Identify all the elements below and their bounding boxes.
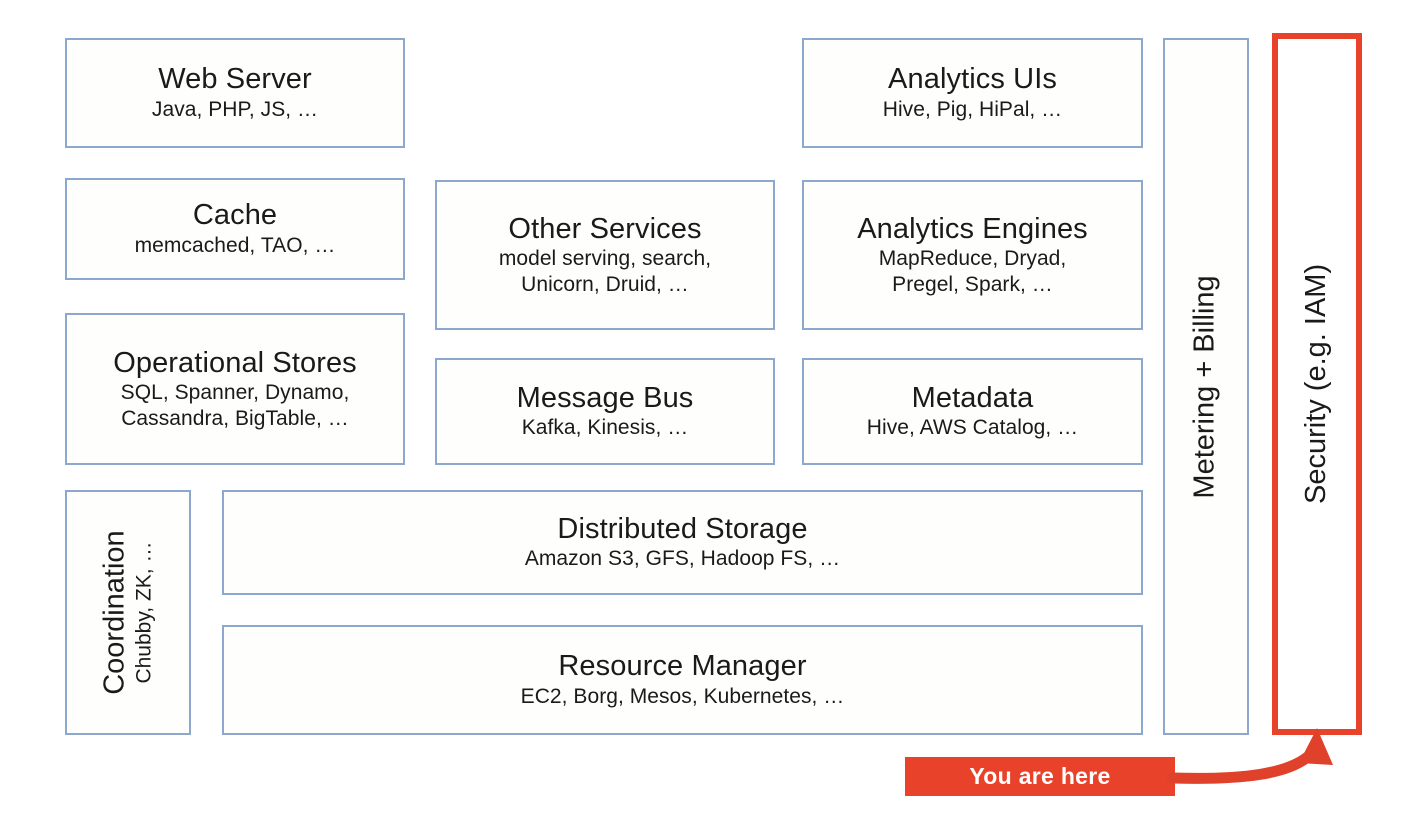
security-vertical-text: Security (e.g. IAM) bbox=[1300, 263, 1333, 505]
box-subtitle-line1: model serving, search, bbox=[498, 247, 712, 271]
box-subtitle-line1: MapReduce, Dryad, bbox=[878, 247, 1067, 271]
box-subtitle-line1: Hive, AWS Catalog, … bbox=[866, 416, 1079, 440]
box-subtitle-line1: SQL, Spanner, Dynamo, bbox=[120, 381, 350, 405]
box-subtitle: Kafka, Kinesis, … bbox=[522, 415, 689, 441]
box-subtitle-line2: Unicorn, Druid, … bbox=[521, 272, 689, 296]
box-resource-manager[interactable]: Resource Manager EC2, Borg, Mesos, Kuber… bbox=[222, 625, 1143, 735]
box-subtitle: model serving, search, Unicorn, Druid, … bbox=[499, 246, 711, 297]
box-analytics-engines[interactable]: Analytics Engines MapReduce, Dryad, Preg… bbox=[802, 180, 1143, 330]
box-title: Operational Stores bbox=[113, 346, 357, 379]
box-title: Resource Manager bbox=[558, 650, 807, 683]
box-title: Coordination bbox=[98, 530, 131, 695]
coordination-vertical-text: Coordination Chubby, ZK, … bbox=[98, 530, 156, 695]
box-subtitle-line1: Kafka, Kinesis, … bbox=[521, 416, 689, 440]
box-coordination[interactable]: Coordination Chubby, ZK, … bbox=[65, 490, 191, 735]
box-title: Analytics Engines bbox=[857, 212, 1088, 245]
callout-label: You are here bbox=[969, 763, 1111, 789]
box-subtitle: memcached, TAO, … bbox=[135, 233, 336, 259]
box-subtitle-line1: memcached, TAO, … bbox=[134, 233, 336, 257]
box-subtitle: Chubby, ZK, … bbox=[132, 541, 156, 684]
box-title: Analytics UIs bbox=[888, 63, 1057, 96]
box-title: Other Services bbox=[508, 212, 702, 245]
box-operational-stores[interactable]: Operational Stores SQL, Spanner, Dynamo,… bbox=[65, 313, 405, 465]
box-cache[interactable]: Cache memcached, TAO, … bbox=[65, 178, 405, 280]
box-message-bus[interactable]: Message Bus Kafka, Kinesis, … bbox=[435, 358, 775, 465]
box-security[interactable]: Security (e.g. IAM) bbox=[1272, 33, 1362, 735]
box-title: Security (e.g. IAM) bbox=[1300, 263, 1333, 505]
box-title: Message Bus bbox=[516, 381, 694, 414]
box-title: Web Server bbox=[158, 63, 312, 96]
box-distributed-storage[interactable]: Distributed Storage Amazon S3, GFS, Hado… bbox=[222, 490, 1143, 595]
box-analytics-uis[interactable]: Analytics UIs Hive, Pig, HiPal, … bbox=[802, 38, 1143, 148]
box-metering-billing[interactable]: Metering + Billing bbox=[1163, 38, 1249, 735]
box-subtitle-line1: Hive, Pig, HiPal, … bbox=[882, 97, 1063, 121]
box-title: Metering + Billing bbox=[1189, 274, 1222, 499]
box-subtitle-line1: Java, PHP, JS, … bbox=[151, 97, 319, 121]
box-subtitle: Java, PHP, JS, … bbox=[152, 97, 318, 123]
box-subtitle: Hive, Pig, HiPal, … bbox=[883, 97, 1063, 123]
metering-vertical-text: Metering + Billing bbox=[1189, 274, 1222, 499]
box-subtitle: EC2, Borg, Mesos, Kubernetes, … bbox=[521, 684, 845, 710]
box-title: Distributed Storage bbox=[557, 512, 808, 545]
box-subtitle-line2: Pregel, Spark, … bbox=[892, 272, 1053, 296]
box-other-services[interactable]: Other Services model serving, search, Un… bbox=[435, 180, 775, 330]
box-title: Metadata bbox=[911, 381, 1034, 414]
box-web-server[interactable]: Web Server Java, PHP, JS, … bbox=[65, 38, 405, 148]
box-subtitle: Amazon S3, GFS, Hadoop FS, … bbox=[525, 546, 840, 572]
box-subtitle: MapReduce, Dryad, Pregel, Spark, … bbox=[879, 246, 1067, 297]
box-subtitle-line2: Cassandra, BigTable, … bbox=[121, 406, 349, 430]
box-metadata[interactable]: Metadata Hive, AWS Catalog, … bbox=[802, 358, 1143, 465]
box-subtitle-line1: Amazon S3, GFS, Hadoop FS, … bbox=[524, 547, 841, 571]
callout-you-are-here[interactable]: You are here bbox=[905, 757, 1175, 796]
box-subtitle-line1: EC2, Borg, Mesos, Kubernetes, … bbox=[520, 684, 845, 708]
box-title: Cache bbox=[192, 199, 278, 232]
box-subtitle: Hive, AWS Catalog, … bbox=[867, 415, 1078, 441]
box-subtitle: SQL, Spanner, Dynamo, Cassandra, BigTabl… bbox=[121, 380, 350, 431]
